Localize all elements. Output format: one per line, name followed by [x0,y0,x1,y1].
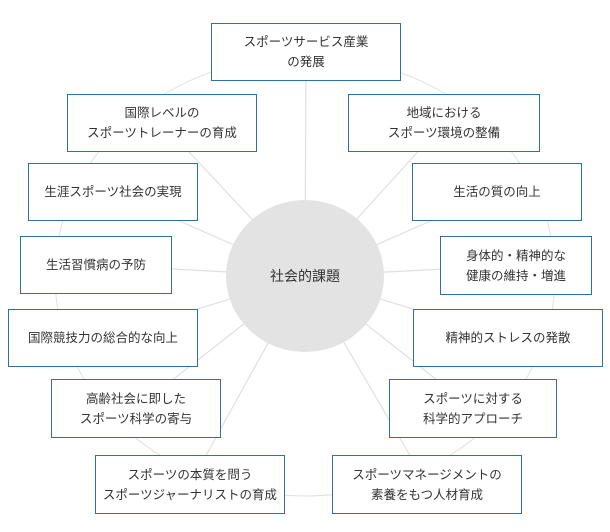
topic-quality-of-life: 生活の質の向上 [412,163,582,221]
topic-sports-management-training: スポーツマネージメントの 素養をもつ人材育成 [332,455,522,514]
topic-sports-journalist-training: スポーツの本質を問う スポーツジャーナリストの育成 [95,455,285,514]
topic-international-trainer-training: 国際レベルの スポーツトレーナーの育成 [67,94,257,152]
center-topic-social-issues: 社会的課題 [226,200,384,352]
topic-lifestyle-disease-prevention: 生活習慣病の予防 [20,236,172,294]
topic-physical-mental-health: 身体的・精神的な 健康の維持・増進 [440,236,592,295]
topic-stress-release: 精神的ストレスの発散 [413,309,603,367]
topic-aging-society-sports-science: 高齢社会に即した スポーツ科学の寄与 [51,379,221,438]
topic-international-competitiveness: 国際競技力の総合的な向上 [8,309,198,367]
topic-lifelong-sports-society: 生涯スポーツ社会の実現 [28,163,198,221]
topic-regional-sports-environment: 地域における スポーツ環境の整備 [348,94,540,152]
topic-scientific-approach: スポーツに対する 科学的アプローチ [389,379,557,438]
topic-sports-service-industry: スポーツサービス産業 の発展 [211,23,401,81]
